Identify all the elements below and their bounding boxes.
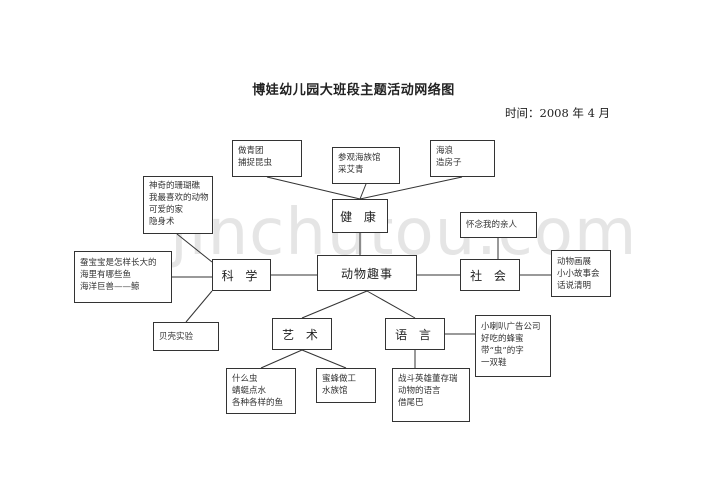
domain-node-language: 语 言 — [385, 318, 445, 350]
domain-node-health: 健 康 — [332, 199, 388, 233]
center-node: 动物趣事 — [317, 255, 417, 291]
activity-item: 可爱的家 — [149, 205, 184, 215]
domain-node-science: 科 学 — [212, 259, 271, 291]
activity-item: 好吃的蜂蜜 — [481, 334, 524, 344]
page-title: 博娃幼儿园大班段主题活动网络图 — [252, 83, 455, 98]
activity-item: 海里有哪些鱼 — [80, 270, 132, 280]
activity-box-science-1: 神奇的珊瑚礁 我最喜欢的动物 可爱的家 隐身术 — [143, 176, 213, 234]
activity-item: 水族馆 — [322, 386, 348, 396]
activity-item: 蜻蜓点水 — [232, 386, 267, 396]
activity-item: 造房子 — [436, 158, 462, 168]
activity-box-health-2: 参观海族馆 采艾青 — [332, 147, 400, 184]
activity-item: 什么虫 — [232, 374, 258, 384]
activity-item: 战斗英雄董存瑞 — [398, 374, 458, 384]
activity-item: 蜜蜂做工 — [322, 374, 357, 384]
activity-box-science-3: 贝壳实验 — [153, 322, 219, 351]
activity-item: 小喇叭广告公司 — [481, 322, 541, 332]
activity-box-science-2: 蚕宝宝是怎样长大的 海里有哪些鱼 海洋巨兽——鲸 — [74, 251, 172, 303]
activity-item: 我最喜欢的动物 — [149, 193, 209, 203]
activity-box-language-2: 战斗英雄董存瑞 动物的语言 借尾巴 — [392, 368, 470, 422]
activity-item: 捕捉昆虫 — [238, 158, 273, 168]
activity-item: 话说清明 — [557, 281, 592, 291]
domain-node-art: 艺 术 — [272, 318, 332, 350]
date-label: 时间：2008 年 4 月 — [505, 106, 611, 120]
activity-box-art-1: 什么虫 蜻蜓点水 各种各样的鱼 — [226, 368, 296, 414]
activity-item: 怀念我的亲人 — [466, 220, 518, 230]
activity-box-society-2: 动物画展 小小故事会 话说清明 — [551, 250, 611, 297]
activity-item: 隐身术 — [149, 217, 175, 227]
activity-box-health-3: 海浪 造房子 — [430, 140, 495, 177]
activity-box-health-1: 做青团 捕捉昆虫 — [232, 140, 302, 177]
activity-item: 小小故事会 — [557, 269, 600, 279]
activity-box-society-1: 怀念我的亲人 — [460, 212, 537, 238]
activity-item: 神奇的珊瑚礁 — [149, 181, 201, 191]
activity-item: 动物画展 — [557, 257, 592, 267]
activity-item: 采艾青 — [338, 165, 364, 175]
activity-item: 一双鞋 — [481, 358, 507, 368]
activity-item: 做青团 — [238, 146, 264, 156]
activity-box-language-1: 小喇叭广告公司 好吃的蜂蜜 带“虫”的字 一双鞋 — [475, 315, 551, 377]
activity-item: 借尾巴 — [398, 398, 424, 408]
activity-item: 参观海族馆 — [338, 153, 381, 163]
activity-item: 带“虫”的字 — [481, 346, 524, 356]
domain-node-society: 社 会 — [460, 259, 520, 291]
activity-item: 贝壳实验 — [159, 332, 194, 342]
activity-item: 海浪 — [436, 146, 454, 156]
activity-item: 海洋巨兽——鲸 — [80, 282, 140, 292]
activity-item: 各种各样的鱼 — [232, 398, 284, 408]
activity-item: 动物的语言 — [398, 386, 441, 396]
activity-box-art-2: 蜜蜂做工 水族馆 — [316, 368, 376, 403]
activity-item: 蚕宝宝是怎样长大的 — [80, 258, 157, 268]
